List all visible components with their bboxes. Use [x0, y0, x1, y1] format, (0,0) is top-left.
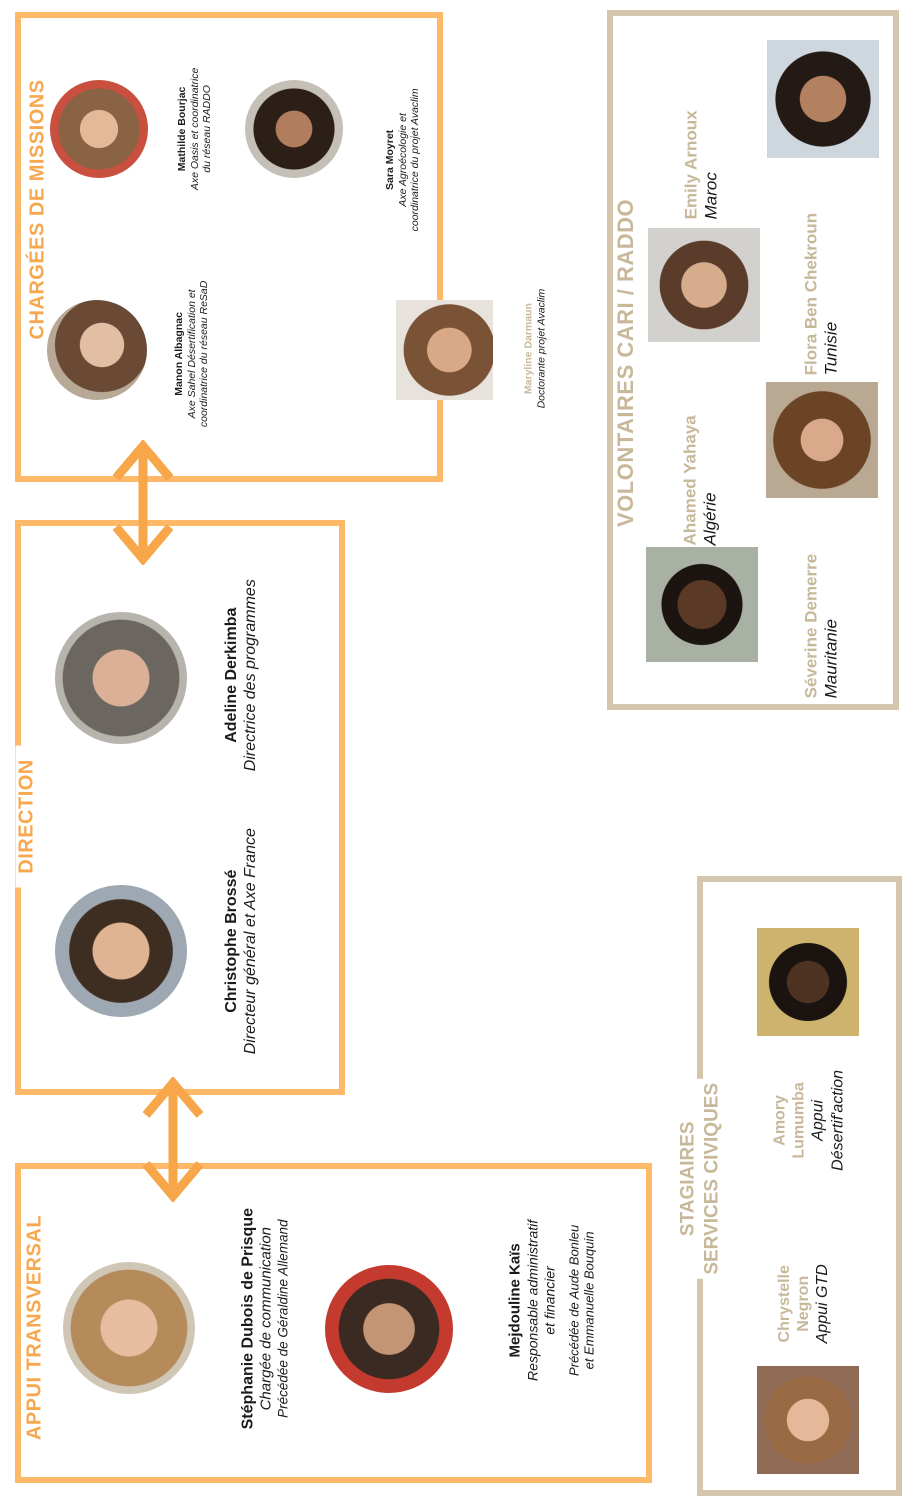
emily-caption: Emily Arnoux Maroc: [682, 69, 723, 219]
mathilde-caption: Mathilde Bourjac Axe Oasis et coordinatr…: [176, 59, 214, 199]
photo-stephanie: [63, 1262, 195, 1394]
missions-title: CHARGÉES DE MISSIONS: [26, 79, 50, 346]
sara-role-1: Axe Agroécologie et: [396, 113, 409, 207]
adeline-name: Adeline Derkimba: [222, 607, 240, 743]
arrow-missions-direction: [112, 440, 174, 565]
photo-ahamed: [646, 547, 758, 662]
amory-caption: Amory Lumumba Appui Désertif'action: [771, 1050, 848, 1190]
chrystelle-name-2: Negron: [795, 1275, 813, 1332]
chrystelle-caption: Chrystelle Negron Appui GTD: [775, 1249, 833, 1359]
photo-christophe: [55, 885, 187, 1017]
severine-country: Mauritanie: [822, 619, 841, 699]
photo-adeline: [55, 612, 187, 744]
maryline-name: Maryline Darmaun: [522, 303, 535, 395]
manon-role-2: coordinatrice du réseau ReSaD: [198, 280, 211, 428]
photo-mathilde: [50, 80, 148, 178]
emily-name: Emily Arnoux: [681, 110, 701, 220]
stagiaires-title-line1: STAGIAIRES: [677, 1121, 699, 1237]
chrystelle-role: Appui GTD: [814, 1264, 832, 1344]
sara-name: Sara Moyret: [384, 129, 397, 190]
mejdouline-prev-2: et Emmanuelle Bouquin: [581, 1231, 597, 1370]
photo-amory: [757, 928, 859, 1036]
volontaires-frame: [607, 10, 899, 710]
photo-severine: [766, 382, 878, 498]
stephanie-name: Stéphanie Dubois de Prisque: [239, 1208, 257, 1430]
ahamed-caption: Ahamed Yahaya Algérie: [681, 359, 722, 545]
adeline-role: Directrice des programmes: [242, 579, 259, 772]
adeline-caption: Adeline Derkimba Directrice des programm…: [222, 565, 260, 785]
volontaires-title: VOLONTAIRES CARI / RADDO: [613, 199, 639, 533]
manon-name: Manon Albagnac: [173, 312, 186, 396]
christophe-caption: Christophe Brossé Directeur général et A…: [222, 786, 260, 1096]
direction-frame: [15, 520, 345, 1095]
maryline-role: Doctorante projet Avaclim: [535, 288, 547, 409]
stagiaires-title: STAGIAIRES SERVICES CIVIQUES: [676, 1078, 724, 1279]
christophe-name: Christophe Brossé: [222, 869, 240, 1013]
photo-flora: [767, 40, 879, 158]
missions-frame: [15, 12, 443, 482]
amory-role-2: Désertif'action: [829, 1069, 847, 1171]
photo-mejdouline: [325, 1265, 453, 1393]
photo-chrystelle: [757, 1366, 859, 1474]
sara-role-2: coordinatrice du projet Avaclim: [409, 88, 422, 232]
mathilde-role-2: du réseau RADDO: [201, 85, 214, 173]
ahamed-country: Algérie: [701, 492, 720, 546]
stagiaires-title-line2: SERVICES CIVIQUES: [701, 1082, 722, 1275]
mejdouline-role-2: et financier: [541, 1266, 558, 1335]
maryline-caption: Maryline Darmaun Doctorante projet Avacl…: [522, 279, 547, 419]
manon-caption: Manon Albagnac Axe Sahel Désertification…: [173, 274, 211, 434]
sara-caption: Sara Moyret Axe Agroécologie et coordina…: [384, 75, 422, 245]
flora-caption: Flora Ben Chekroun Tunisie: [802, 175, 843, 375]
direction-title: DIRECTION: [15, 745, 39, 888]
severine-caption: Séverine Demerre Mauritanie: [801, 518, 843, 699]
mathilde-name: Mathilde Bourjac: [176, 86, 189, 172]
appui-frame: [15, 1163, 652, 1483]
stephanie-role: Chargée de communication: [257, 1226, 275, 1411]
flora-name: Flora Ben Chekroun: [801, 212, 821, 376]
stephanie-caption: Stéphanie Dubois de Prisque Chargée de c…: [238, 1174, 291, 1464]
mathilde-role-1: Axe Oasis et coordinatrice: [188, 67, 201, 191]
severine-name: Séverine Demerre: [801, 553, 821, 699]
mejdouline-role-1: Responsable administratif: [524, 1219, 541, 1381]
manon-role-1: Axe Sahel Désertification et: [185, 289, 198, 419]
mejdouline-caption: Mejdouline Kaïs Responsable administrati…: [507, 1175, 598, 1425]
emily-country: Maroc: [702, 172, 721, 220]
flora-country: Tunisie: [822, 321, 841, 376]
appui-title: APPUI TRANSVERSAL: [23, 1208, 47, 1447]
amory-name-1: Amory: [771, 1095, 789, 1146]
arrow-direction-appui: [142, 1077, 204, 1202]
ahamed-name: Ahamed Yahaya: [680, 415, 700, 546]
mejdouline-prev-1: Précédée de Aude Bonleu: [566, 1224, 582, 1377]
christophe-role: Directeur général et Axe France: [242, 828, 259, 1055]
mejdouline-name: Mejdouline Kaïs: [506, 1243, 524, 1358]
photo-manon: [47, 300, 147, 400]
photo-sara: [245, 80, 343, 178]
amory-role-1: Appui: [810, 1099, 827, 1141]
amory-name-2: Lumumba: [790, 1082, 808, 1159]
photo-emily: [648, 228, 760, 342]
chrystelle-name-1: Chrystelle: [776, 1265, 794, 1343]
photo-maryline: [396, 300, 493, 400]
stephanie-prev: Précédée de Géraldine Allemand: [275, 1219, 291, 1418]
